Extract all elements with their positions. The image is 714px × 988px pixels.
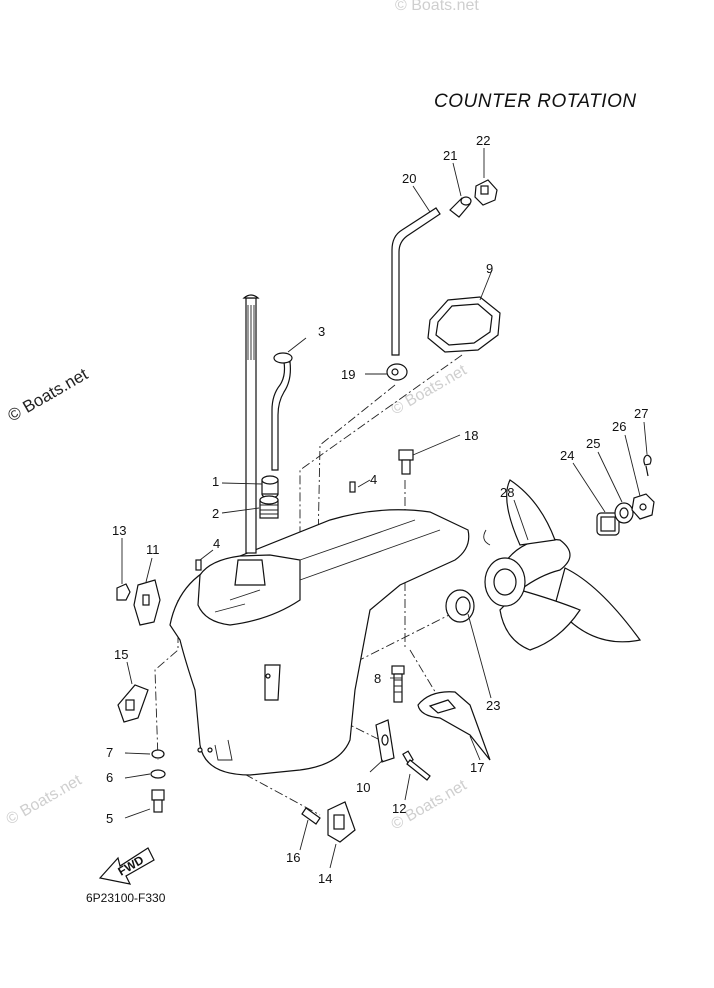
callout-8: 8 <box>374 671 381 686</box>
callout-14: 14 <box>318 871 332 886</box>
callout-6: 6 <box>106 770 113 785</box>
part-16-screw <box>301 807 321 825</box>
callout-labels: 3 1 2 4 4 5 6 7 8 9 10 11 12 13 14 15 16… <box>106 133 648 886</box>
part-11-anode <box>133 579 161 626</box>
part-27-cotter-pin <box>643 454 652 477</box>
part-19-grommet <box>386 363 408 381</box>
faint-watermark: © Boats.net <box>4 772 86 829</box>
faint-watermark: © Boats.net <box>395 0 479 14</box>
part-22-bracket <box>474 179 498 206</box>
callout-22: 22 <box>476 133 490 148</box>
callout-3: 3 <box>318 324 325 339</box>
callout-5: 5 <box>106 811 113 826</box>
callout-27: 27 <box>634 406 648 421</box>
callout-15: 15 <box>114 647 128 662</box>
part-12-bolt <box>402 750 431 781</box>
watermark: © Boats.net <box>5 364 92 425</box>
part-14-cover <box>327 801 356 843</box>
part-18-bolt <box>398 449 414 475</box>
part-13-nut <box>116 583 131 601</box>
callout-16: 16 <box>286 850 300 865</box>
callout-19: 19 <box>341 367 355 382</box>
callout-4: 4 <box>213 536 220 551</box>
part-4-dowel-pin <box>195 559 202 571</box>
part-24-spacer <box>596 512 620 536</box>
callout-17: 17 <box>470 760 484 775</box>
part-23-seal <box>445 589 475 623</box>
callout-13: 13 <box>112 523 126 538</box>
part-5-bolt <box>151 789 165 813</box>
part-25-washer <box>614 502 634 524</box>
callout-leaders <box>121 148 648 869</box>
callout-26: 26 <box>612 419 626 434</box>
part-15-bracket <box>117 684 149 723</box>
callout-18: 18 <box>464 428 478 443</box>
callout-20: 20 <box>402 171 416 186</box>
callout-12: 12 <box>392 801 406 816</box>
part-1-collar <box>261 475 279 499</box>
drive-shaft <box>234 294 266 586</box>
part-26-nut <box>631 493 655 520</box>
callout-25: 25 <box>586 436 600 451</box>
callout-24: 24 <box>560 448 574 463</box>
part-3-water-tube <box>271 361 291 471</box>
callout-2: 2 <box>212 506 219 521</box>
part-9-gasket <box>427 296 501 353</box>
part-4-dowel-pin <box>349 481 356 493</box>
callout-1: 1 <box>212 474 219 489</box>
callout-7: 7 <box>106 745 113 760</box>
callout-11: 11 <box>146 542 160 557</box>
part-20-pipe <box>391 207 441 356</box>
callout-4: 4 <box>370 472 377 487</box>
diagram-title: COUNTER ROTATION <box>434 91 637 112</box>
part-8-bolt <box>391 665 405 703</box>
part-17-trim-tab <box>417 691 491 761</box>
part-2-seal <box>259 495 279 519</box>
callout-23: 23 <box>486 698 500 713</box>
part-3-grommet <box>273 352 293 364</box>
part-10-anode <box>375 719 395 763</box>
callout-9: 9 <box>486 261 493 276</box>
part-6-washer <box>150 769 166 779</box>
callout-21: 21 <box>443 148 457 163</box>
forward-direction-arrow: FWD <box>98 847 155 885</box>
callout-28: 28 <box>500 485 514 500</box>
drawing-code: 6P23100-F330 <box>86 891 166 905</box>
part-7-washer <box>151 749 165 759</box>
part-21-sleeve <box>449 196 472 218</box>
part-28-propeller <box>483 479 642 651</box>
callout-10: 10 <box>356 780 370 795</box>
